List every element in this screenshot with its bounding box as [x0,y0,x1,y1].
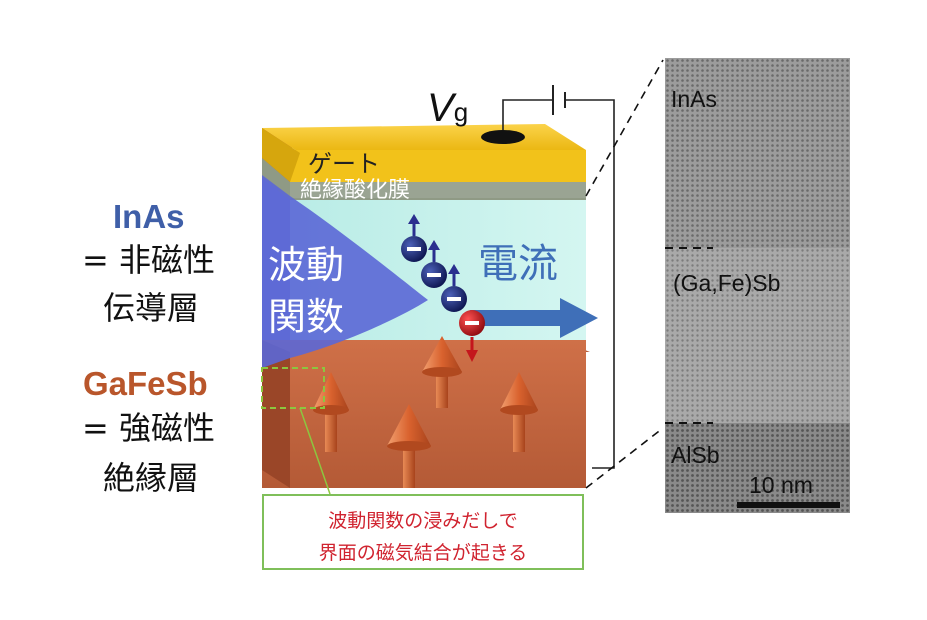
explanation-note-box: 波動関数の浸みだしで 界面の磁気結合が起きる [262,494,584,570]
tem-label-gafesb: (Ga,Fe)Sb [673,270,781,296]
gafesb-layer [262,340,586,488]
spin-electron-minority [459,310,485,362]
gate-wire [502,99,553,130]
interface-callout-line [299,407,331,495]
tem-region-inas [665,58,850,248]
return-wire [565,99,615,469]
wavefunction-label-line2: 関数 [268,295,345,339]
gate-contact [481,130,525,144]
explanation-note-line2: 界面の磁気結合が起きる [318,542,528,564]
gafesb-title: GaFeSb [83,365,208,402]
magnetization-arrow-4 [387,404,431,488]
tem-image [665,58,850,513]
gate-label: ゲート [308,150,380,178]
zoom-line-top [585,59,664,197]
magnetization-arrow-3 [500,372,538,452]
current-label: 電流 [478,241,558,287]
oxide-layer-face [290,182,586,198]
gate-layer-front [290,150,586,182]
tem-micrograph: InAs (Ga,Fe)Sb AlSb 10 nm [665,58,850,513]
zoom-line-bottom [585,427,664,489]
tem-label-alsb: AlSb [671,442,720,468]
spin-electron-2 [421,240,447,288]
tem-label-inas: InAs [671,86,718,112]
wavefunction-label-line1: 波動 [268,243,345,287]
spin-electron-3 [441,264,467,312]
inas-description-line2: 伝導層 [103,289,200,327]
inas-description-line1: = 非磁性 [82,241,215,279]
gafesb-description-line2: 絶縁層 [103,459,200,497]
tem-scale-bar [737,502,840,508]
gate-voltage-label: Vg [427,88,468,128]
gate-layer-side [262,128,300,182]
tem-region-alsb [665,423,850,513]
gate-layer-top [262,124,586,153]
oxide-label: 絶縁酸化膜 [300,178,411,203]
inas-title: InAs [113,198,185,235]
tem-scale-label: 10 nm [749,472,813,498]
interface-highlight-box [261,367,325,409]
gate-voltage-subscript: g [453,97,469,127]
gate-voltage-symbol: V [427,86,454,130]
current-arrow [470,298,598,338]
tem-region-gafesb [665,248,850,423]
gafesb-layer-side [262,340,290,488]
wavefunction-shape [262,175,428,368]
magnetization-arrow-1 [422,336,462,408]
spin-electron-1 [401,214,427,262]
explanation-note-line1: 波動関数の浸みだしで [328,510,518,532]
gafesb-description-line1: = 強磁性 [82,409,215,447]
